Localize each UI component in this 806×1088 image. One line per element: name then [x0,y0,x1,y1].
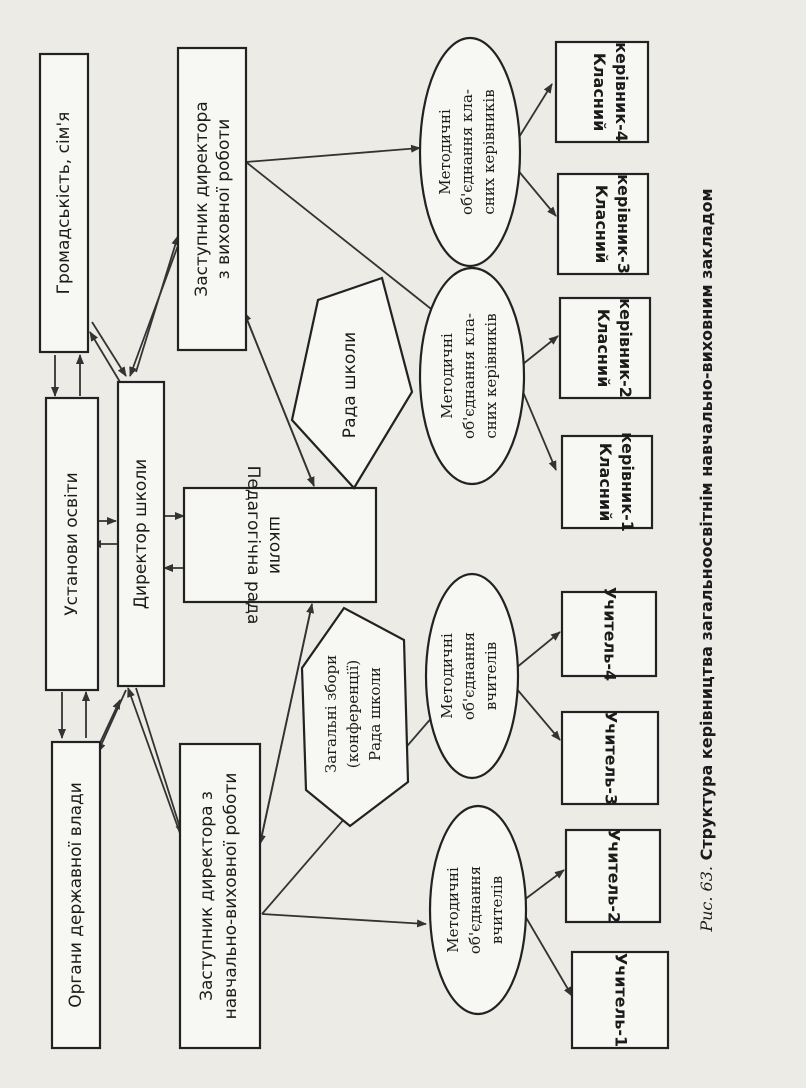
edge-deputy-upbringing-method-class-2 [245,161,441,317]
edge-method-teachers-1-teacher-3 [515,687,561,741]
node-method-class-heads-1 [418,36,522,268]
node-pedagogical-council-line-1: Педагогічна рада [243,466,263,625]
node-class-head-1-line-2: керівник-1 [618,432,637,532]
edge-director-community [89,331,121,383]
node-deputy-academic-line-1: Заступник директора з [197,791,217,1001]
node-teacher-4 [560,590,658,678]
edge-method-class-1-head-4 [515,83,553,143]
node-method-class-heads-1-line-2: об'єднання кла- [458,89,476,215]
node-method-teachers-1-line-2: об'єднання [460,632,478,720]
figure-caption-text: Структура керівництва загальноосвітнім н… [697,188,716,866]
figure-caption-prefix: Рис. 63. [697,866,716,933]
node-class-head-3-line-2: керівник-3 [614,174,633,274]
node-class-head-3 [556,172,650,276]
node-deputy-upbringing [176,46,248,352]
node-state-authorities-label: Органи державної влади [66,782,86,1008]
node-class-head-1 [560,434,654,530]
node-general-meeting [300,606,410,828]
node-teacher-2-label: Учитель-2 [605,829,624,923]
node-class-head-3-line-1: Класний [592,185,611,264]
node-class-head-2 [558,296,652,400]
node-class-head-4-line-2: керівник-4 [612,42,631,142]
node-director [116,380,166,688]
node-edu-institutions-label: Установи освіти [62,472,82,615]
node-method-class-heads-2-line-3: сних керівників [482,313,500,438]
node-method-class-heads-2 [418,266,526,486]
node-deputy-academic-line-2: навчально-виховної роботи [221,773,241,1020]
node-method-teachers-2-line-3: вчителів [488,876,506,944]
edge-deputy-upbringing-director [129,239,181,377]
node-class-head-2-line-2: керівник-2 [616,298,635,398]
node-teacher-3-label: Учитель-3 [602,711,621,805]
node-director-label: Директор школи [131,459,151,610]
edge-deputy-academic-method-teachers-2 [261,913,427,928]
node-school-council-label: Рада школи [340,332,360,438]
node-method-teachers-1-line-1: Методичні [438,633,456,719]
node-class-head-4 [554,40,650,144]
node-general-meeting-line-1: Загальні збори [322,655,340,773]
edge-deputy-academic-director [127,687,187,851]
node-edu-institutions [44,396,100,692]
edge-director-state [97,689,127,753]
node-teacher-2 [564,828,662,924]
node-method-teachers-1 [424,572,520,780]
edge-community-director [91,321,127,377]
node-deputy-academic [178,742,262,1050]
node-general-meeting-line-2: (конференції) [344,660,362,768]
node-pedagogical-council [182,486,378,604]
node-teacher-3 [560,710,660,806]
node-pedagogical-council-line-2: школи [265,516,285,574]
node-deputy-upbringing-line-1: Заступник директора [192,101,212,296]
node-method-teachers-2-line-1: Методичні [444,867,462,953]
node-class-head-2-line-1: Класний [594,309,613,388]
node-state-authorities [50,740,102,1050]
node-teacher-4-label: Учитель-4 [601,587,620,681]
node-class-head-1-line-1: Класний [596,443,615,522]
node-method-class-heads-2-line-2: об'єднання кла- [460,313,478,439]
node-teacher-1 [570,950,670,1050]
node-method-teachers-2-line-2: об'єднання [466,866,484,954]
node-method-class-heads-1-line-1: Методичні [436,109,454,195]
node-school-council [290,276,414,490]
node-community [38,52,90,354]
edge-method-teachers-2-teacher-1 [523,913,573,997]
edge-method-teachers-2-teacher-2 [523,869,565,901]
node-method-class-heads-2-line-1: Методичні [438,333,456,419]
node-class-head-4-line-1: Класний [590,53,609,132]
edges [51,83,573,997]
edge-pedcouncil-deputy-academic [257,603,313,845]
node-deputy-upbringing-line-2: з виховної роботи [214,119,234,280]
edge-deputy-upbringing-method-class-1 [245,144,421,163]
node-method-teachers-2 [428,804,528,1016]
figure-caption: Рис. 63. Структура керівництва загальноо… [697,188,716,932]
node-teacher-1-label: Учитель-1 [612,953,631,1047]
node-method-class-heads-1-line-3: сних керівників [480,89,498,214]
node-community-label: Громадськість, сім'я [54,112,74,295]
node-general-meeting-line-3: Рада школи [366,667,384,761]
edge-director-deputy-academic [135,687,184,835]
edge-pedcouncil-deputy-upbringing [243,311,315,487]
edge-method-class-1-head-3 [515,167,557,217]
node-method-teachers-1-line-3: вчителів [482,642,500,710]
edge-method-teachers-1-teacher-4 [515,631,561,669]
